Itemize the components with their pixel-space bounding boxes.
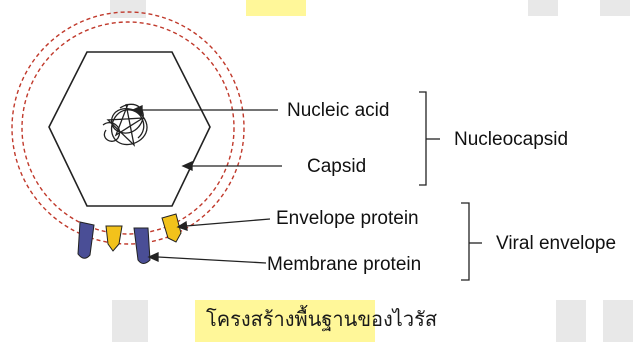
figure-caption: โครงสร้างพื้นฐานของไวรัส — [205, 307, 438, 331]
nucleic-acid-scribble — [102, 103, 148, 147]
viral-envelope-bracket — [461, 202, 482, 281]
label-nucleocapsid: Nucleocapsid — [454, 129, 568, 150]
leader-lines — [131, 104, 282, 264]
envelope-protein-2 — [161, 213, 182, 243]
caption-highlight — [195, 300, 375, 342]
watermark-bar-bottom-left — [112, 300, 148, 342]
label-envelope-protein: Envelope protein — [276, 208, 419, 229]
envelope-outer-ring — [11, 11, 245, 245]
label-nucleic-acid: Nucleic acid — [287, 100, 389, 121]
label-viral-envelope: Viral envelope — [496, 233, 616, 254]
watermark-top-highlight — [246, 0, 306, 16]
nucleocapsid-bracket — [419, 91, 440, 186]
watermark-bar-far-right — [600, 0, 630, 16]
membrane-protein-2 — [133, 227, 151, 264]
capsid-hexagon — [48, 51, 211, 207]
label-membrane-protein: Membrane protein — [267, 254, 421, 275]
envelope-protein-1 — [105, 225, 123, 252]
envelope-inner-ring — [21, 21, 235, 235]
membrane-protein-1 — [77, 221, 95, 259]
watermark-bar-bottom-far-right — [603, 300, 633, 342]
watermark-bar-right — [528, 0, 558, 16]
watermark-bar-left — [110, 0, 146, 18]
label-capsid: Capsid — [307, 156, 366, 177]
watermark-bar-bottom-right — [556, 300, 586, 342]
